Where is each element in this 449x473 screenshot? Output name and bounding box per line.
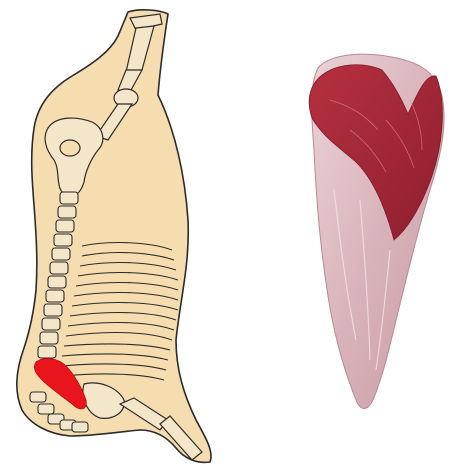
beef-cut-photo-icon bbox=[290, 40, 449, 420]
beef-carcass-skeleton-icon bbox=[0, 0, 230, 473]
meat-photo bbox=[290, 40, 449, 420]
carcass-diagram bbox=[0, 0, 230, 473]
